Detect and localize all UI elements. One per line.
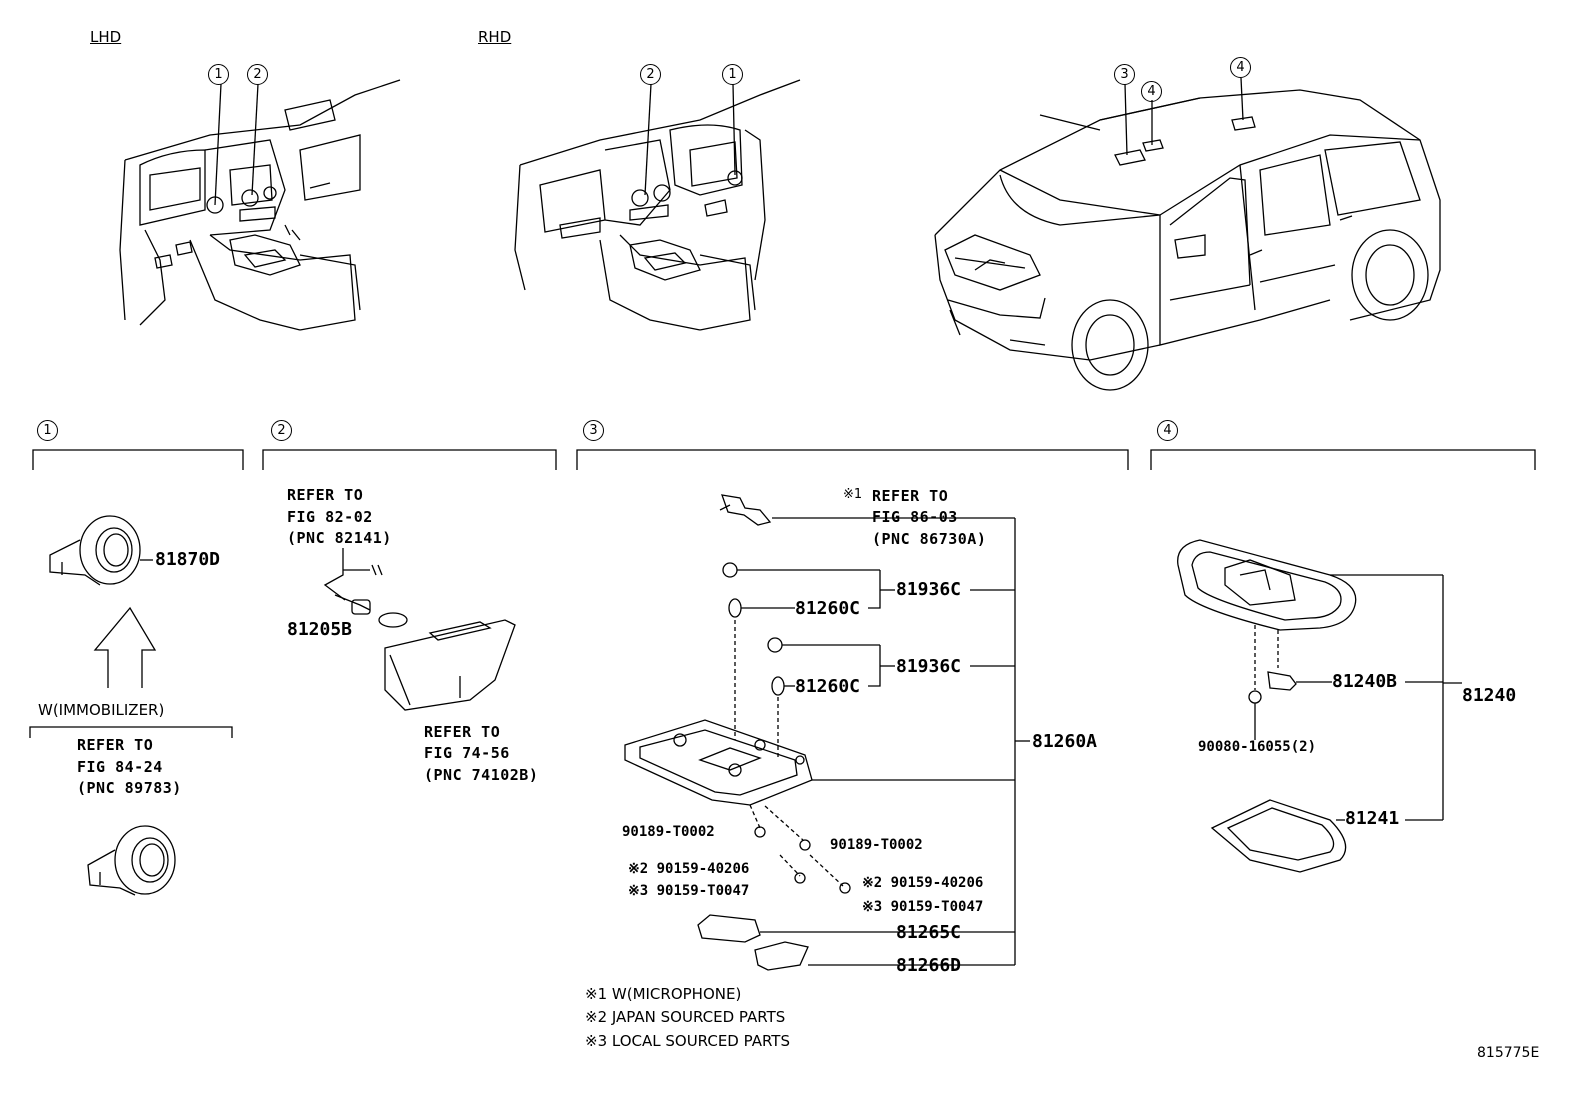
s1-refer-line3: (PNC 89783) [77,779,182,797]
lhd-dashboard-illustration [119,79,401,331]
s3-refer-line3: (PNC 86730A) [872,530,987,548]
marker-4-vehicle-b: 4 [1230,57,1251,78]
lhd-header: LHD [90,28,122,46]
section-4-marker: 4 [1157,420,1178,441]
s2-refer-top-line3: (PNC 82141) [287,529,392,547]
rhd-dashboard-illustration [514,79,801,331]
section-3-marker: 3 [583,420,604,441]
part-81936C-b: 81936C [896,656,962,677]
part-81265C: 81265C [896,922,962,943]
s3-refer-mark: ※1 [843,487,863,502]
note-2: ※2 JAPAN SOURCED PARTS [585,1008,786,1026]
part-81936C-a: 81936C [896,579,962,600]
part-81260A: 81260A [1032,731,1098,752]
s2-refer-bottom-line3: (PNC 74102B) [424,766,539,784]
section4-parts [1177,539,1462,873]
note-1: ※1 W(MICROPHONE) [585,985,742,1003]
marker-1-lhd: 1 [208,64,229,85]
part-81266D: 81266D [896,955,962,976]
note-3: ※3 LOCAL SOURCED PARTS [585,1032,790,1050]
rhd-header: RHD [478,28,512,46]
marker-2-lhd: 2 [247,64,268,85]
part-81241: 81241 [1345,808,1400,829]
s3-refer-line1: REFER TO [872,487,949,505]
part-90159-T0047-right: ※3 90159-T0047 [862,899,984,915]
section1-parts [29,515,233,896]
part-90189-right: 90189-T0002 [830,837,923,853]
section-2-marker: 2 [271,420,292,441]
s1-refer-line2: FIG 84-24 [77,758,163,776]
marker-leaders [214,77,1244,206]
section-1-marker: 1 [37,420,58,441]
part-90189-left: 90189-T0002 [622,824,715,840]
immobilizer-condition: W(IMMOBILIZER) [38,701,165,719]
part-90080-16055: 90080-16055(2) [1198,739,1317,755]
part-81240B: 81240B [1332,671,1398,692]
part-81240: 81240 [1462,685,1517,706]
section2-parts [323,548,516,711]
part-81260C-b: 81260C [795,676,861,697]
s2-refer-top-line2: FIG 82-02 [287,508,373,526]
part-90159-40206-left: ※2 90159-40206 [628,861,750,877]
s2-refer-bottom-line2: FIG 74-56 [424,744,510,762]
part-81205B: 81205B [287,619,353,640]
marker-2-rhd: 2 [640,64,661,85]
marker-3-vehicle: 3 [1114,64,1135,85]
section-brackets [32,449,1536,470]
s2-refer-bottom-line1: REFER TO [424,723,501,741]
vehicle-illustration [934,89,1441,391]
s2-refer-top-line1: REFER TO [287,486,364,504]
figure-id: 815775E [1477,1045,1540,1061]
s3-refer-line2: FIG 86-03 [872,508,958,526]
part-81870D: 81870D [155,549,221,570]
part-81260C-a: 81260C [795,598,861,619]
section3-parts [624,494,1030,971]
part-90159-40206-right: ※2 90159-40206 [862,875,984,891]
marker-1-rhd: 1 [722,64,743,85]
s1-refer-line1: REFER TO [77,736,154,754]
part-90159-T0047-left: ※3 90159-T0047 [628,883,750,899]
marker-4-vehicle-a: 4 [1141,81,1162,102]
